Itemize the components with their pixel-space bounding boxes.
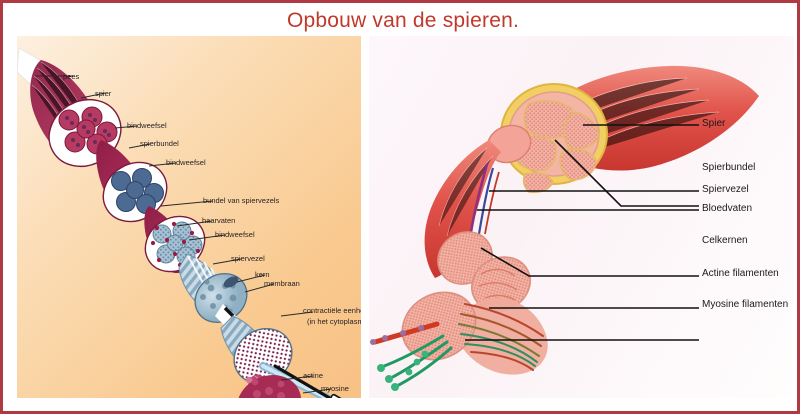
- label-spier: spier: [95, 89, 112, 98]
- label-spierbundel: spierbundel: [140, 139, 179, 148]
- label-pees: pees: [63, 72, 80, 81]
- right-illustration-panel: Spier Spierbundel Spiervezel Bloedvaten …: [369, 36, 794, 398]
- label-actine: actine: [303, 371, 324, 380]
- label-spiervezel-right: Spiervezel: [702, 184, 749, 195]
- label-bindweefsel-1: bindweefsel: [127, 121, 167, 130]
- label-kern: kern: [255, 270, 270, 279]
- label-spiervezel: spiervezel: [231, 254, 265, 263]
- label-actine-filamenten: Actine filamenten: [702, 268, 779, 279]
- muscle-hierarchy-illustration: [17, 47, 346, 398]
- label-spierbundel-right: Spierbundel: [702, 162, 756, 173]
- label-myosine: myosine: [321, 384, 349, 393]
- left-illustration-panel: pees spier bindweefsel spierbundel bindw…: [17, 36, 361, 398]
- label-bloedvaten: Bloedvaten: [702, 203, 753, 214]
- label-bundel-van-spiervezels: bundel van spiervezels: [203, 196, 280, 205]
- label-membraan: membraan: [264, 279, 300, 288]
- label-celkernen: Celkernen: [702, 235, 748, 246]
- page-title: Opbouw van de spieren.: [286, 9, 520, 32]
- label-bindweefsel-3: bindweefsel: [215, 230, 255, 239]
- label-bindweefsel-2: bindweefsel: [166, 158, 206, 167]
- label-haarvaten: haarvaten: [202, 216, 236, 225]
- label-myosine-filamenten: Myosine filamenten: [702, 299, 789, 310]
- label-spier-right: Spier: [702, 118, 726, 129]
- label-contractiele-eenheid: contractiële eenheid: [303, 306, 361, 315]
- muscle-anatomy-illustration: [370, 65, 759, 391]
